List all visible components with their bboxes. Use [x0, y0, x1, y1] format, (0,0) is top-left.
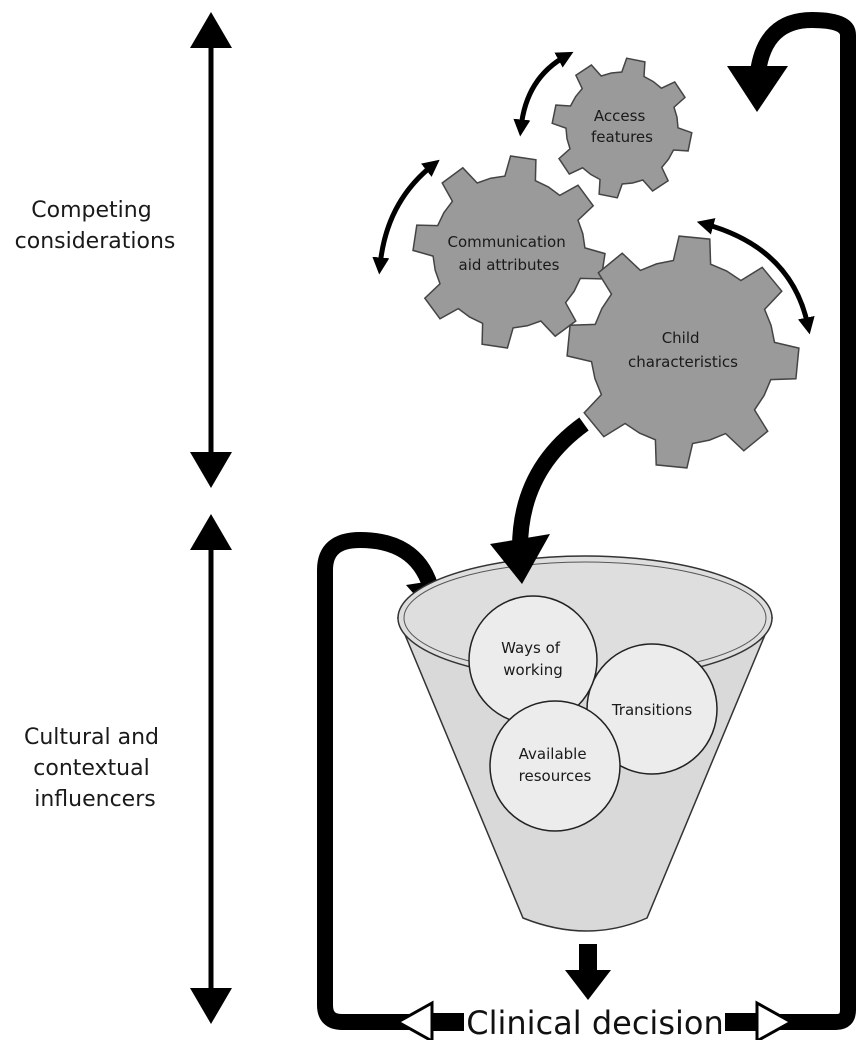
clinical-decision-label: Clinical decision — [466, 1004, 723, 1040]
child-characteristics-gear: Child characteristics — [566, 235, 800, 469]
communication-rotation-arrow — [372, 159, 440, 275]
left-feedback-loop — [317, 532, 452, 1030]
access-rotation-arrow — [513, 51, 574, 137]
gears-to-funnel-arrow — [512, 417, 589, 549]
right-loop-arrowhead — [727, 66, 788, 112]
decision-left-arrow — [394, 1000, 464, 1040]
svg-text:Access features: Access features — [591, 107, 653, 146]
right-feedback-loop — [730, 12, 856, 1030]
svg-text:Communication aid attrib: Communication aid attributes — [447, 233, 570, 274]
svg-text:Child characteristics: Child characteristics — [628, 329, 738, 371]
svg-text:Ways of working: Ways of working — [501, 639, 565, 679]
gears-to-funnel-arrowhead — [490, 534, 550, 584]
child-rotation-arrow — [696, 218, 815, 335]
svg-text:Available resources: Available resources — [519, 745, 592, 785]
cultural-contextual-label: Cultural and contextual influencers — [24, 725, 166, 812]
competing-considerations-label: Competing considerations — [15, 198, 176, 254]
transitions-label: Transitions — [611, 701, 693, 719]
communication-aid-gear: Communication aid attributes — [412, 155, 606, 349]
competing-span-arrow — [190, 12, 232, 488]
decision-right-arrow — [725, 1000, 795, 1040]
available-resources-circle: Available resources — [489, 700, 621, 832]
svg-text:Transitions: Transitions — [611, 701, 693, 719]
cultural-span-arrow — [190, 514, 232, 1024]
access-features-gear: Access features — [551, 57, 693, 199]
funnel-to-decision-arrow — [565, 944, 611, 1000]
